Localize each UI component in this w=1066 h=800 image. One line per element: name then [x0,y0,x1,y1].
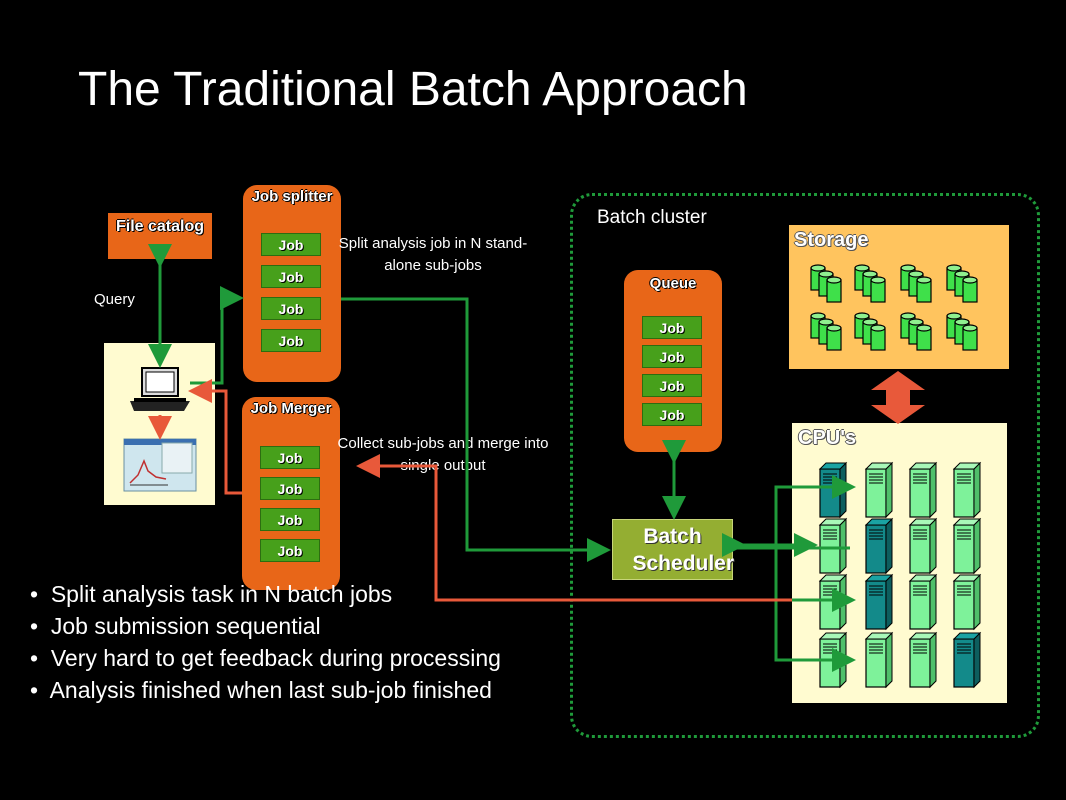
storage-panel: Storage [789,225,1009,369]
cpus-panel: CPU's [792,423,1007,703]
merger-job-3: Job [260,508,320,531]
bullet-1: • Split analysis task in N batch jobs [30,581,393,607]
queue-job-3: Job [642,374,702,397]
job-merger-box: Job Merger Job Job Job Job [242,397,340,590]
plot-window-icon [123,438,197,492]
collect-note: Collect sub-jobs and merge into single o… [337,435,549,474]
file-catalog-box: File catalog [108,213,212,259]
bullet-list: • Split analysis task in N batch jobs • … [30,578,550,706]
job-splitter-title: Job splitter [251,188,333,205]
queue-title: Queue [649,275,697,292]
cpus-label: CPU's [798,427,857,449]
page-title: The Traditional Batch Approach [78,63,748,116]
bullet-3: • Very hard to get feedback during proce… [30,645,501,671]
disk-stack-icon [810,264,978,351]
job-merger-title: Job Merger [250,400,332,417]
merger-job-4: Job [260,539,320,562]
storage-label: Storage [794,229,869,251]
queue-box: Queue Job Job Job Job [624,270,722,452]
file-catalog-label: File catalog [115,218,205,235]
bullet-4: • Analysis finished when last sub-job fi… [30,677,492,703]
splitter-to-scheduler-arrow [341,297,611,562]
splitter-job-4: Job [261,329,321,352]
client-panel [104,343,215,505]
splitter-job-1: Job [261,233,321,256]
batch-cluster-label: Batch cluster [597,207,707,228]
splitter-job-3: Job [261,297,321,320]
batch-scheduler-label: Batch Scheduler [632,525,735,575]
queue-job-1: Job [642,316,702,339]
split-note: Split analysis job in N stand-alone sub-… [338,235,528,274]
job-splitter-box: Job splitter Job Job Job Job [243,185,341,382]
server-rack-icon [818,461,982,689]
query-label: Query [94,291,135,308]
batch-scheduler-box: Batch Scheduler [612,519,735,580]
splitter-job-2: Job [261,265,321,288]
merger-job-2: Job [260,477,320,500]
bullet-2: • Job submission sequential [30,613,321,639]
queue-job-2: Job [642,345,702,368]
queue-job-4: Job [642,403,702,426]
laptop-icon [130,367,190,411]
merger-job-1: Job [260,446,320,469]
